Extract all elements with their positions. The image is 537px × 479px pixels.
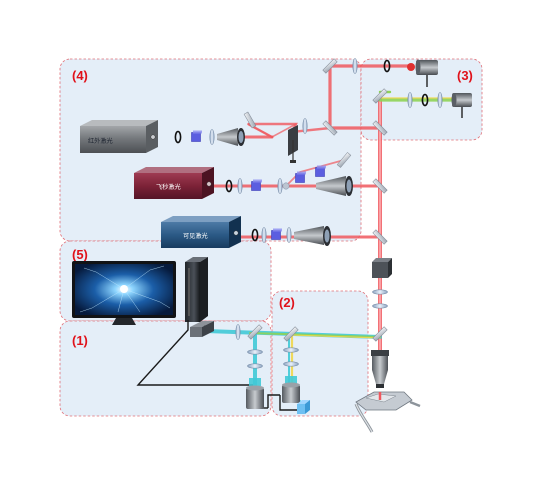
main-column-optics: [322, 58, 392, 342]
objective-icon: [371, 350, 389, 388]
module-1-label: (1): [72, 333, 88, 348]
module-3-detectors: [352, 58, 472, 118]
visible-laser-source: 可见激光: [161, 216, 241, 248]
computer-icon: [185, 257, 208, 322]
infrared-laser-label: 红外激光: [88, 137, 113, 145]
camera-icon-module-2: [282, 376, 300, 403]
camera-sensor-left: [190, 321, 214, 337]
detector-camera-side: [451, 93, 472, 118]
detector-camera-top: [407, 59, 438, 87]
module-1-camera: [190, 321, 264, 409]
module-5-label: (5): [72, 247, 88, 262]
infrared-laser-source: 红外激光: [80, 120, 158, 153]
femtosecond-laser-source: 飞秒激光: [134, 167, 214, 199]
visible-laser-label: 可见激光: [183, 232, 208, 240]
module-3-label: (3): [457, 68, 473, 83]
galvo-mirror: [288, 125, 298, 163]
module-2-label: (2): [279, 295, 295, 310]
filter-icon: [297, 400, 310, 414]
module-4-optics: [174, 111, 353, 246]
module-4-label: (4): [72, 68, 88, 83]
beam-expander-infrared: [217, 128, 245, 146]
femtosecond-laser-label: 飞秒激光: [156, 183, 181, 191]
panel-module-1: [59, 320, 272, 417]
microscope-stage-icon: [354, 391, 421, 433]
monitor-icon: [72, 261, 176, 325]
module-2-camera: [282, 326, 310, 414]
scan-head-box: [372, 258, 392, 278]
beam-expander-femtosecond: [316, 176, 353, 196]
camera-icon: [246, 378, 264, 409]
beam-expander-visible: [294, 226, 331, 246]
